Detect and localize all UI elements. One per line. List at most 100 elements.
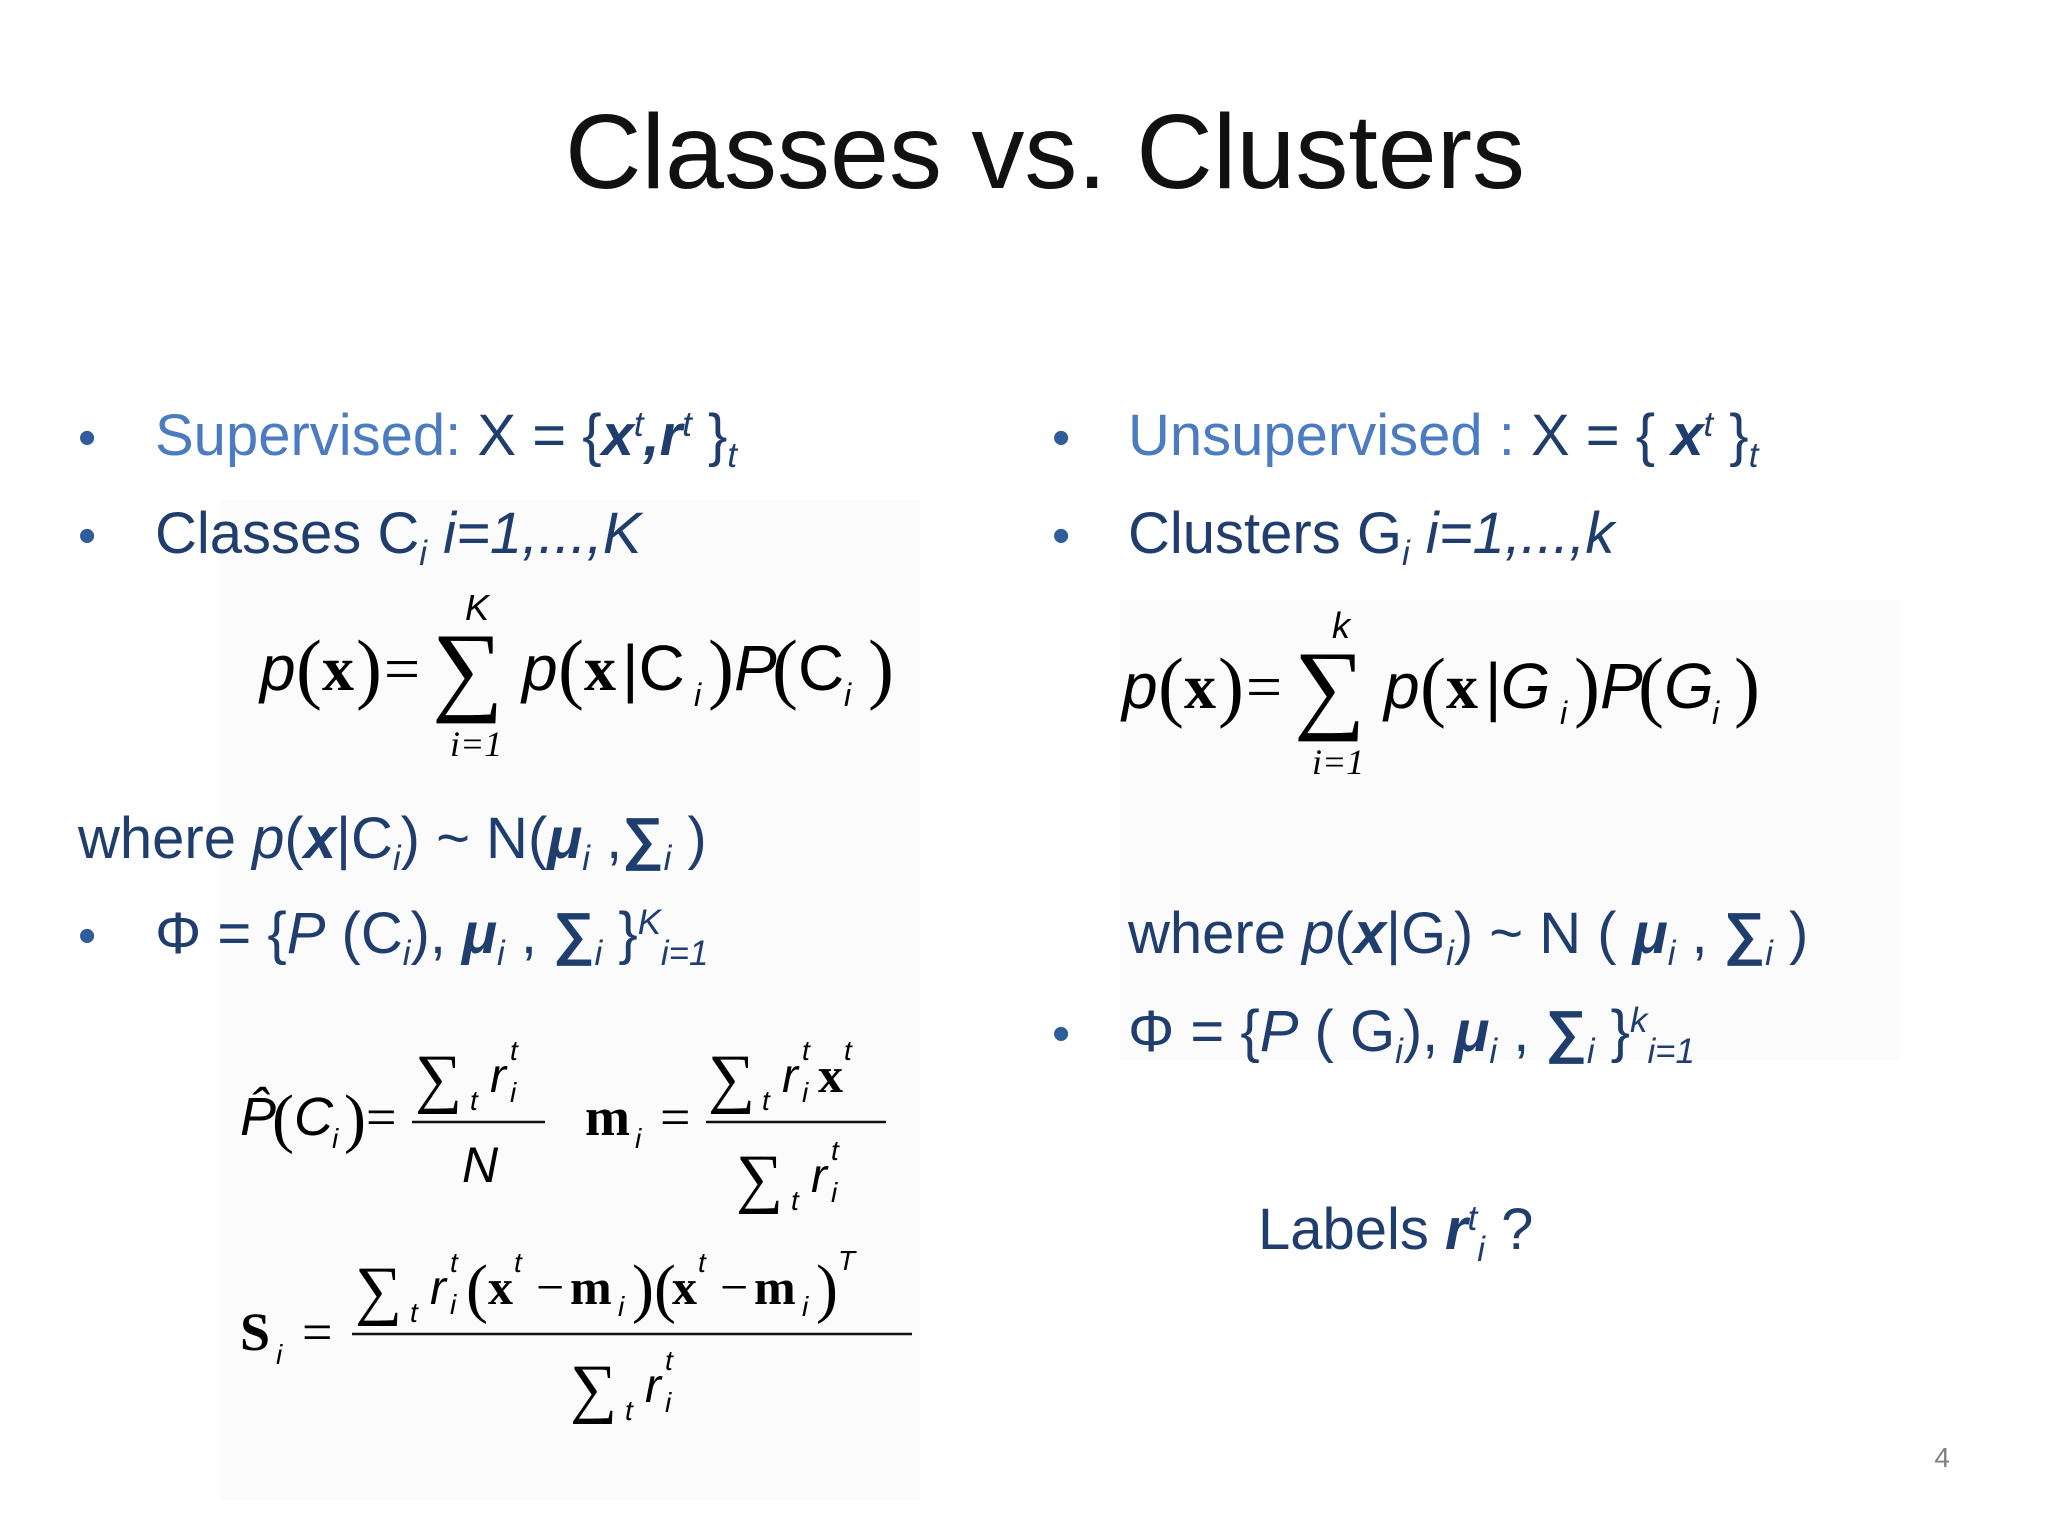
bullet-clusters: • xyxy=(1052,507,1071,565)
mixture-equation-clusters: p ( x ) = ∑ k i=1 p ( x |G i ) P ( G i ) xyxy=(1120,605,1762,793)
paren: ) xyxy=(344,1082,366,1155)
labels-question: Labels rti ? xyxy=(1258,1197,1534,1270)
mixture-equation-classes: p ( x ) = ∑ K i=1 p ( x |C i ) P ( C i ) xyxy=(258,587,900,775)
sup-t: t xyxy=(698,1247,707,1278)
sub-t: t xyxy=(470,1085,479,1116)
eq-paren: ( xyxy=(1638,642,1664,729)
equals: = xyxy=(366,1087,396,1147)
sum-top-k: k xyxy=(1332,605,1352,646)
sup-t: t xyxy=(802,1035,811,1066)
S: S xyxy=(240,1302,270,1362)
sub-t: t xyxy=(791,1185,800,1216)
bullet-phi-classes: • xyxy=(78,907,97,965)
supervised-label: Supervised: xyxy=(155,403,462,468)
bullet-supervised: • xyxy=(78,409,97,467)
bullet-unsupervised: • xyxy=(1052,409,1071,467)
sum-symbol: ∑ xyxy=(736,1142,783,1215)
mixture-equation-clusters-svg: p ( x ) = ∑ k i=1 p ( x |G i ) P ( G i ) xyxy=(1120,605,1760,782)
clusters-line: Clusters Gi i=1,...,k xyxy=(1128,501,1615,574)
unsupervised-label: Unsupervised : xyxy=(1128,403,1515,468)
paren: ( xyxy=(466,1252,488,1325)
eq-given-G: |G xyxy=(1484,650,1550,723)
sup-t: t xyxy=(665,1345,674,1376)
page-number: 4 xyxy=(1934,1442,1950,1473)
formula-background-right xyxy=(1120,600,1900,1060)
eq-paren: ( xyxy=(296,624,322,711)
sum-bottom: i=1 xyxy=(1312,742,1364,782)
eq-sub-i: i xyxy=(694,677,702,713)
sum-symbol: ∑ xyxy=(432,613,503,724)
sub-t: t xyxy=(625,1395,634,1426)
sub-i: i xyxy=(332,1123,339,1154)
sum-top-K: K xyxy=(465,587,491,628)
sub-i: i xyxy=(450,1289,457,1320)
eq-paren: ) xyxy=(1574,642,1600,729)
sum-symbol: ∑ xyxy=(570,1352,617,1425)
eq-equals: = xyxy=(1246,651,1282,722)
bullet-phi-clusters: • xyxy=(1052,1005,1071,1063)
phat: P̂ xyxy=(240,1086,276,1147)
sup-t: t xyxy=(450,1247,459,1278)
sum-symbol: ∑ xyxy=(708,1042,755,1115)
eq-x: x xyxy=(584,633,616,704)
eq-paren: ( xyxy=(1158,642,1184,729)
equals: = xyxy=(302,1302,332,1362)
eq-rhs-p: p xyxy=(520,632,558,704)
eq-x: x xyxy=(1446,651,1478,722)
eq-paren: ( xyxy=(772,624,798,711)
sub-i: i xyxy=(831,1177,838,1208)
eq-paren: ) xyxy=(868,624,894,711)
eq-paren: ) xyxy=(356,624,382,711)
eq-paren: ) xyxy=(1218,642,1244,729)
eq-G: G xyxy=(1664,650,1714,722)
eq-x: x xyxy=(1184,651,1216,722)
r: r xyxy=(490,1050,508,1103)
sub-i: i xyxy=(802,1291,809,1322)
sum-symbol: ∑ xyxy=(355,1254,402,1327)
eq-sub-i: i xyxy=(1712,695,1720,731)
sum-symbol: ∑ xyxy=(415,1042,462,1115)
eq-paren: ( xyxy=(1420,642,1446,729)
r: r xyxy=(430,1262,448,1315)
C: C xyxy=(294,1087,334,1147)
eq-paren: ) xyxy=(708,624,734,711)
N: N xyxy=(462,1137,499,1193)
sub-i: i xyxy=(510,1077,517,1108)
eq-x: x xyxy=(322,633,354,704)
slide-title: Classes vs. Clusters xyxy=(564,93,1526,211)
r: r xyxy=(811,1150,829,1203)
x: x xyxy=(672,1259,697,1315)
unsupervised-line: Unsupervised : X = { xt }t xyxy=(1128,403,1759,476)
eq-P: P xyxy=(734,632,777,704)
minus: − xyxy=(536,1259,564,1315)
estimation-formulas: P̂ ( C i ) = ∑ t r t i N m i = ∑ t r t i… xyxy=(240,1030,940,1455)
minus: − xyxy=(720,1259,748,1315)
sup-t: t xyxy=(844,1035,853,1066)
phi-line-clusters: Φ = {P ( Gi), μi , ∑i }ki=1 xyxy=(1128,999,1695,1072)
sup-t: t xyxy=(510,1035,519,1066)
sup-t: t xyxy=(831,1135,840,1166)
eq-rhs-p: p xyxy=(1382,650,1420,722)
sup-T: T xyxy=(838,1245,857,1276)
paren: )( xyxy=(632,1252,676,1325)
eq-lhs-p: p xyxy=(1120,650,1158,722)
sub-i: i xyxy=(276,1339,283,1370)
paren: ( xyxy=(272,1082,294,1155)
eq-paren: ) xyxy=(1734,642,1760,729)
eq-given-C: |C xyxy=(622,632,685,704)
sub-i: i xyxy=(665,1387,672,1418)
r: r xyxy=(645,1360,663,1413)
sub-t: t xyxy=(410,1297,419,1328)
eq-C: C xyxy=(798,632,844,704)
eq-equals: = xyxy=(384,633,420,704)
equals: = xyxy=(660,1087,690,1147)
paren: ) xyxy=(816,1252,838,1325)
m: m xyxy=(570,1259,612,1315)
sub-t: t xyxy=(762,1085,771,1116)
eq-paren: ( xyxy=(558,624,584,711)
r: r xyxy=(782,1050,800,1103)
eq-sub-i: i xyxy=(1560,695,1568,731)
sub-i: i xyxy=(618,1291,625,1322)
bullet-classes: • xyxy=(78,507,97,565)
